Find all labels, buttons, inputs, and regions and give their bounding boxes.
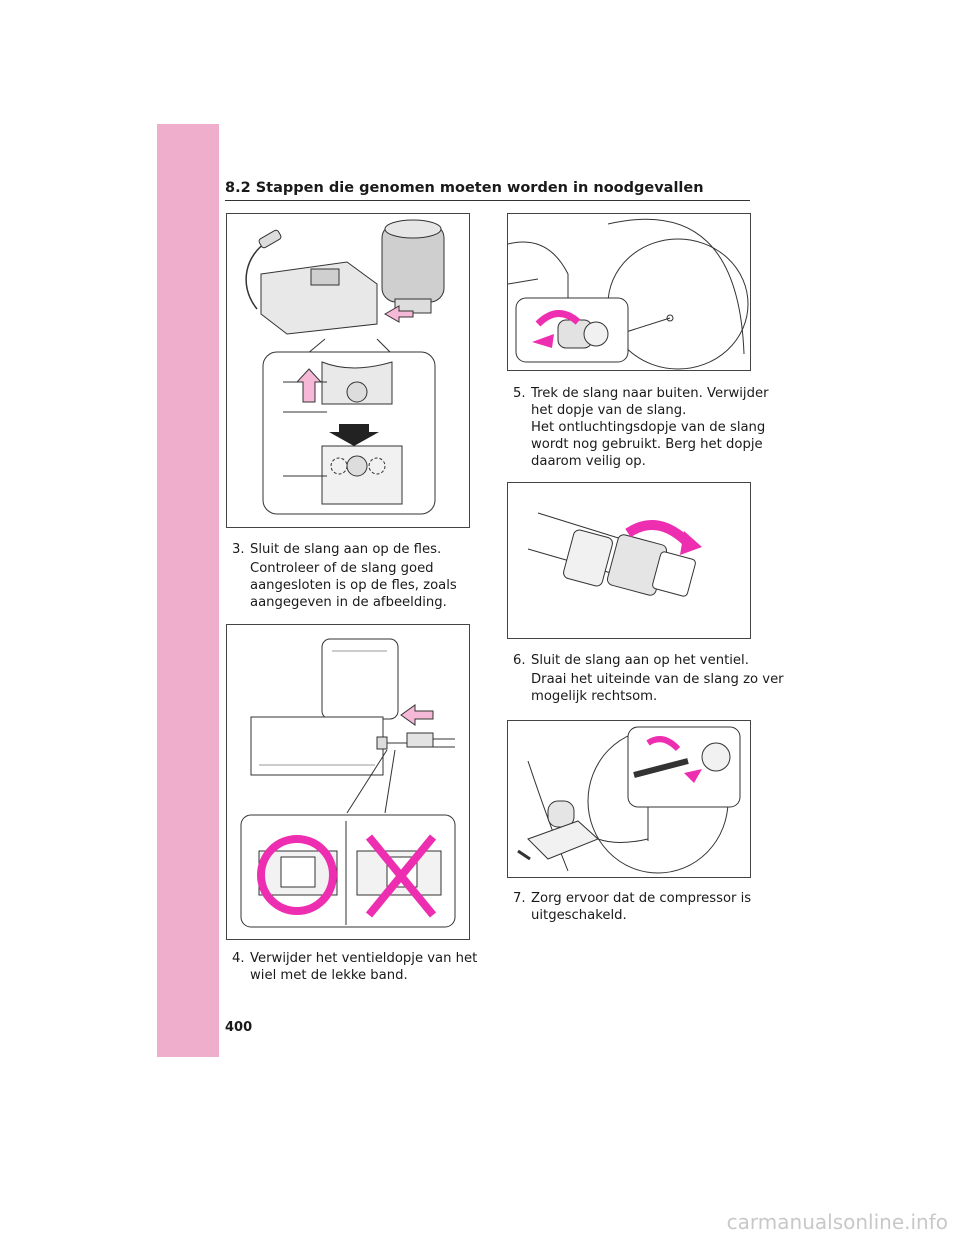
figure-hose-connection-check	[226, 624, 470, 940]
figure-valve-cap-removal	[507, 213, 751, 371]
section-title: 8.2 Stappen die genomen moeten worden in…	[225, 180, 704, 196]
step-7: 7.Zorg ervoor dat de compressor is uitge…	[513, 891, 752, 923]
page-number: 400	[225, 1020, 253, 1035]
hose-connection-illustration	[240, 638, 456, 928]
step-6-note: Draai het uiteinde van de slang zo ver m…	[531, 672, 784, 704]
hose-valve-illustration	[517, 726, 741, 874]
header-rule	[225, 200, 750, 201]
step-6: 6.Sluit de slang aan op het ventiel.	[513, 653, 749, 668]
valve-cap-illustration	[508, 218, 749, 370]
figure-bottle-connection	[226, 213, 470, 528]
step-3-note: Controleer of de slang goed aangesloten …	[250, 561, 457, 610]
step-3: 3.Sluit de slang aan op de fles.	[232, 542, 442, 557]
watermark: carmanualsonline.info	[726, 1210, 948, 1234]
figure-hose-to-valve	[507, 720, 751, 878]
compressor-bottle-illustration	[245, 219, 445, 515]
step-4: 4.Verwijder het ventieldopje van het wie…	[232, 951, 478, 983]
step-5-note: Het ontluchtingsdopje van de slang wordt…	[531, 420, 766, 469]
figure-hose-cap	[507, 482, 751, 639]
hose-cap-illustration	[527, 512, 702, 597]
chapter-side-tab	[157, 124, 219, 1057]
step-5: 5.Trek de slang naar buiten. Verwijder h…	[513, 386, 769, 418]
